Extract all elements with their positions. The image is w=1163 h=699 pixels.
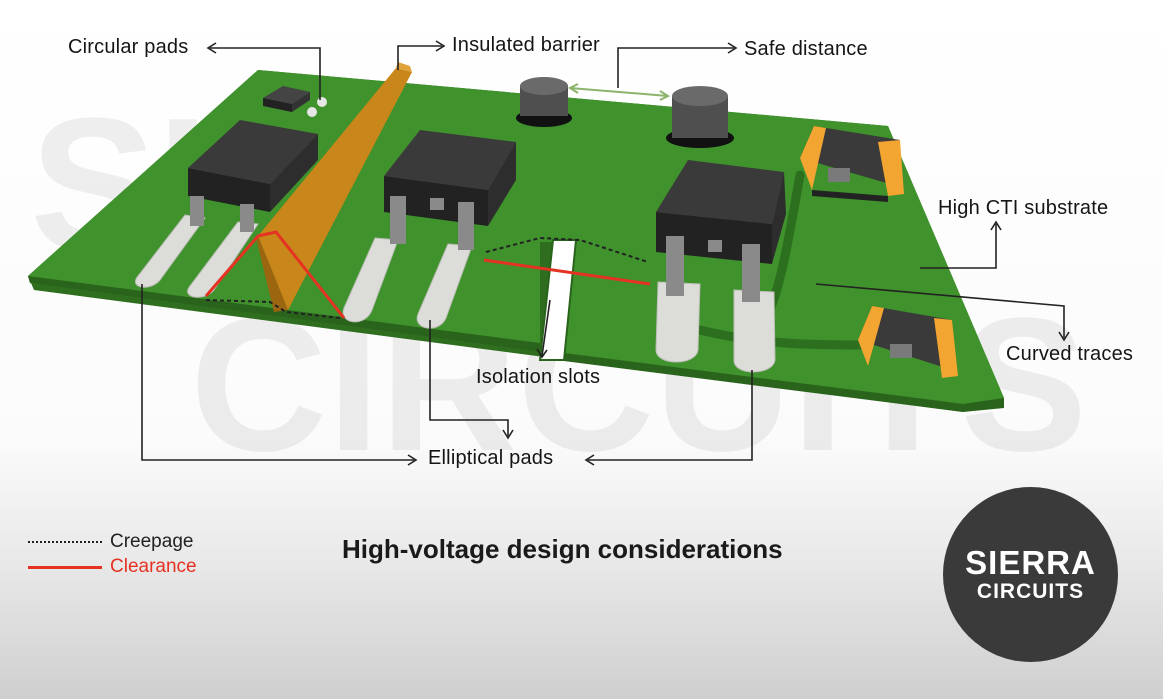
label-insulated-barrier: Insulated barrier xyxy=(452,34,600,56)
elliptical-pads-left xyxy=(135,214,259,298)
diagram-caption: High-voltage design considerations xyxy=(342,534,783,564)
legend-creepage-line xyxy=(28,541,102,543)
legend-creepage: Creepage xyxy=(28,531,193,553)
ic-left xyxy=(188,120,318,232)
safe-distance-arrow xyxy=(567,83,671,101)
legend-creepage-label: Creepage xyxy=(110,531,194,552)
creepage-lines xyxy=(205,236,649,319)
elliptical-pads-right xyxy=(655,281,776,373)
label-curved-traces: Curved traces xyxy=(1006,343,1134,365)
callout-lines xyxy=(141,40,1070,466)
smd-component-top xyxy=(800,126,904,202)
label-safe-distance: Safe distance xyxy=(744,38,868,60)
elliptical-pads-middle xyxy=(342,237,473,329)
legend-clearance-line xyxy=(28,565,102,569)
ic-right xyxy=(656,160,786,302)
smd-component-bottom xyxy=(858,306,958,378)
sierra-circuits-logo: SIERRA CIRCUITS xyxy=(943,487,1118,662)
legend-clearance-label: Clearance xyxy=(110,556,197,577)
small-chip xyxy=(263,86,327,117)
logo-line-2: CIRCUITS xyxy=(976,579,1085,603)
label-isolation-slots: Isolation slots xyxy=(476,366,601,388)
clearance-lines xyxy=(204,230,651,319)
legend-clearance: Clearance xyxy=(28,556,197,578)
label-high-cti-substrate: High CTI substrate xyxy=(938,197,1109,219)
label-elliptical-pads: Elliptical pads xyxy=(428,447,554,469)
ic-middle xyxy=(384,130,516,250)
insulated-barrier xyxy=(256,62,412,312)
capacitor-right xyxy=(666,86,734,148)
label-circular-pads: Circular pads xyxy=(68,36,189,58)
capacitor-left xyxy=(516,77,572,127)
logo-line-1: SIERRA xyxy=(965,543,1096,581)
